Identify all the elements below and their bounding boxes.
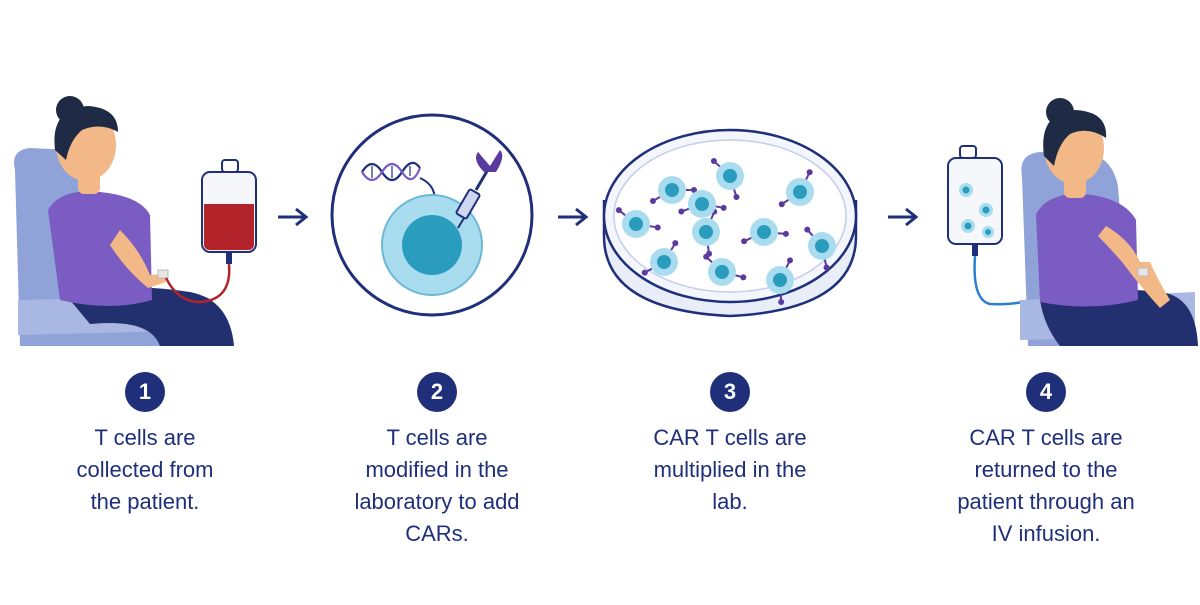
blood-bag-icon [166, 160, 256, 302]
step-caption-4: CAR T cells are returned to the patient … [916, 422, 1176, 550]
caption-line: T cells are [15, 422, 275, 454]
arrow-right-icon [278, 209, 306, 225]
caption-line: collected from [15, 454, 275, 486]
step-number-4: 4 [1026, 372, 1066, 412]
caption-line: IV infusion. [916, 518, 1176, 550]
patient-in-chair-icon [1020, 98, 1198, 346]
caption-line: modified in the [307, 454, 567, 486]
caption-line: returned to the [916, 454, 1176, 486]
step-number-1: 1 [125, 372, 165, 412]
caption-line: CARs. [307, 518, 567, 550]
caption-line: patient through an [916, 486, 1176, 518]
step-caption-3: CAR T cells are multiplied in the lab. [600, 422, 860, 518]
caption-line: lab. [600, 486, 860, 518]
caption-line: the patient. [15, 486, 275, 518]
caption-line: CAR T cells are [600, 422, 860, 454]
arrow-right-icon [558, 209, 586, 225]
caption-line: laboratory to add [307, 486, 567, 518]
step-number-2: 2 [417, 372, 457, 412]
caption-line: multiplied in the [600, 454, 860, 486]
step-number-3: 3 [710, 372, 750, 412]
caption-line: T cells are [307, 422, 567, 454]
arrow-right-icon [888, 209, 916, 225]
caption-line: CAR T cells are [916, 422, 1176, 454]
step-caption-2: T cells are modified in the laboratory t… [307, 422, 567, 550]
step-caption-1: T cells are collected from the patient. [15, 422, 275, 518]
